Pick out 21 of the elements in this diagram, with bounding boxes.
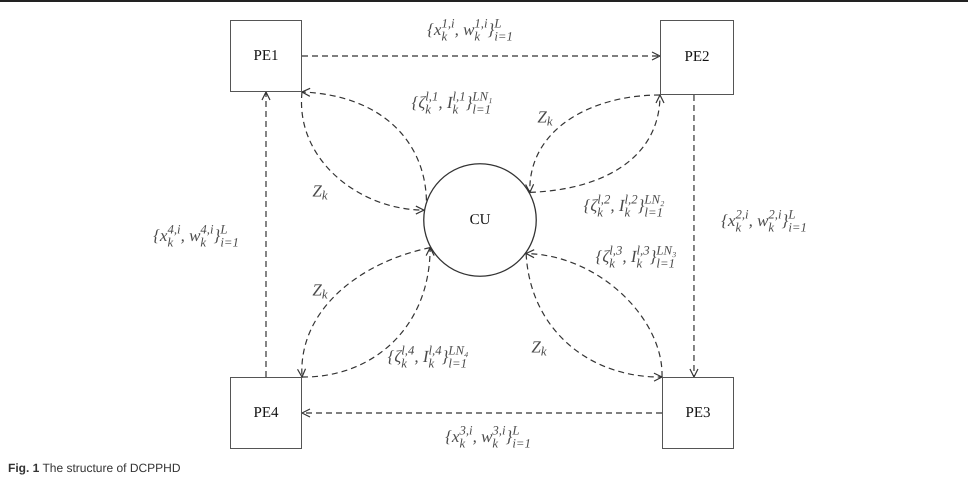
process-box bbox=[230, 377, 302, 449]
edge-label: Z$_{k}$ bbox=[312, 282, 328, 298]
edge-label: Z$_{k}$ bbox=[312, 182, 328, 200]
dashed-arrow bbox=[261, 91, 271, 377]
circle-node bbox=[423, 163, 537, 277]
node-label: PE1 bbox=[253, 46, 278, 66]
node-label: PE3 bbox=[685, 404, 710, 422]
dashed-arrow bbox=[301, 92, 424, 214]
node-label: PE4 bbox=[253, 404, 278, 422]
dashed-arrow bbox=[301, 88, 428, 201]
edge-label: Z$_{k}$ bbox=[531, 338, 547, 356]
dashed-arrow bbox=[302, 51, 661, 61]
node-label: PE2 bbox=[684, 48, 710, 67]
edge-label: Z$_{k}$ bbox=[537, 108, 553, 126]
process-box bbox=[660, 20, 734, 95]
figure-caption: Fig. 1 The structure of DCPPHD bbox=[8, 461, 181, 476]
dashed-arrow bbox=[689, 95, 699, 378]
process-box bbox=[230, 20, 302, 92]
node-label: CU bbox=[470, 210, 490, 230]
dashed-arrow bbox=[301, 408, 662, 418]
process-box bbox=[662, 377, 734, 449]
